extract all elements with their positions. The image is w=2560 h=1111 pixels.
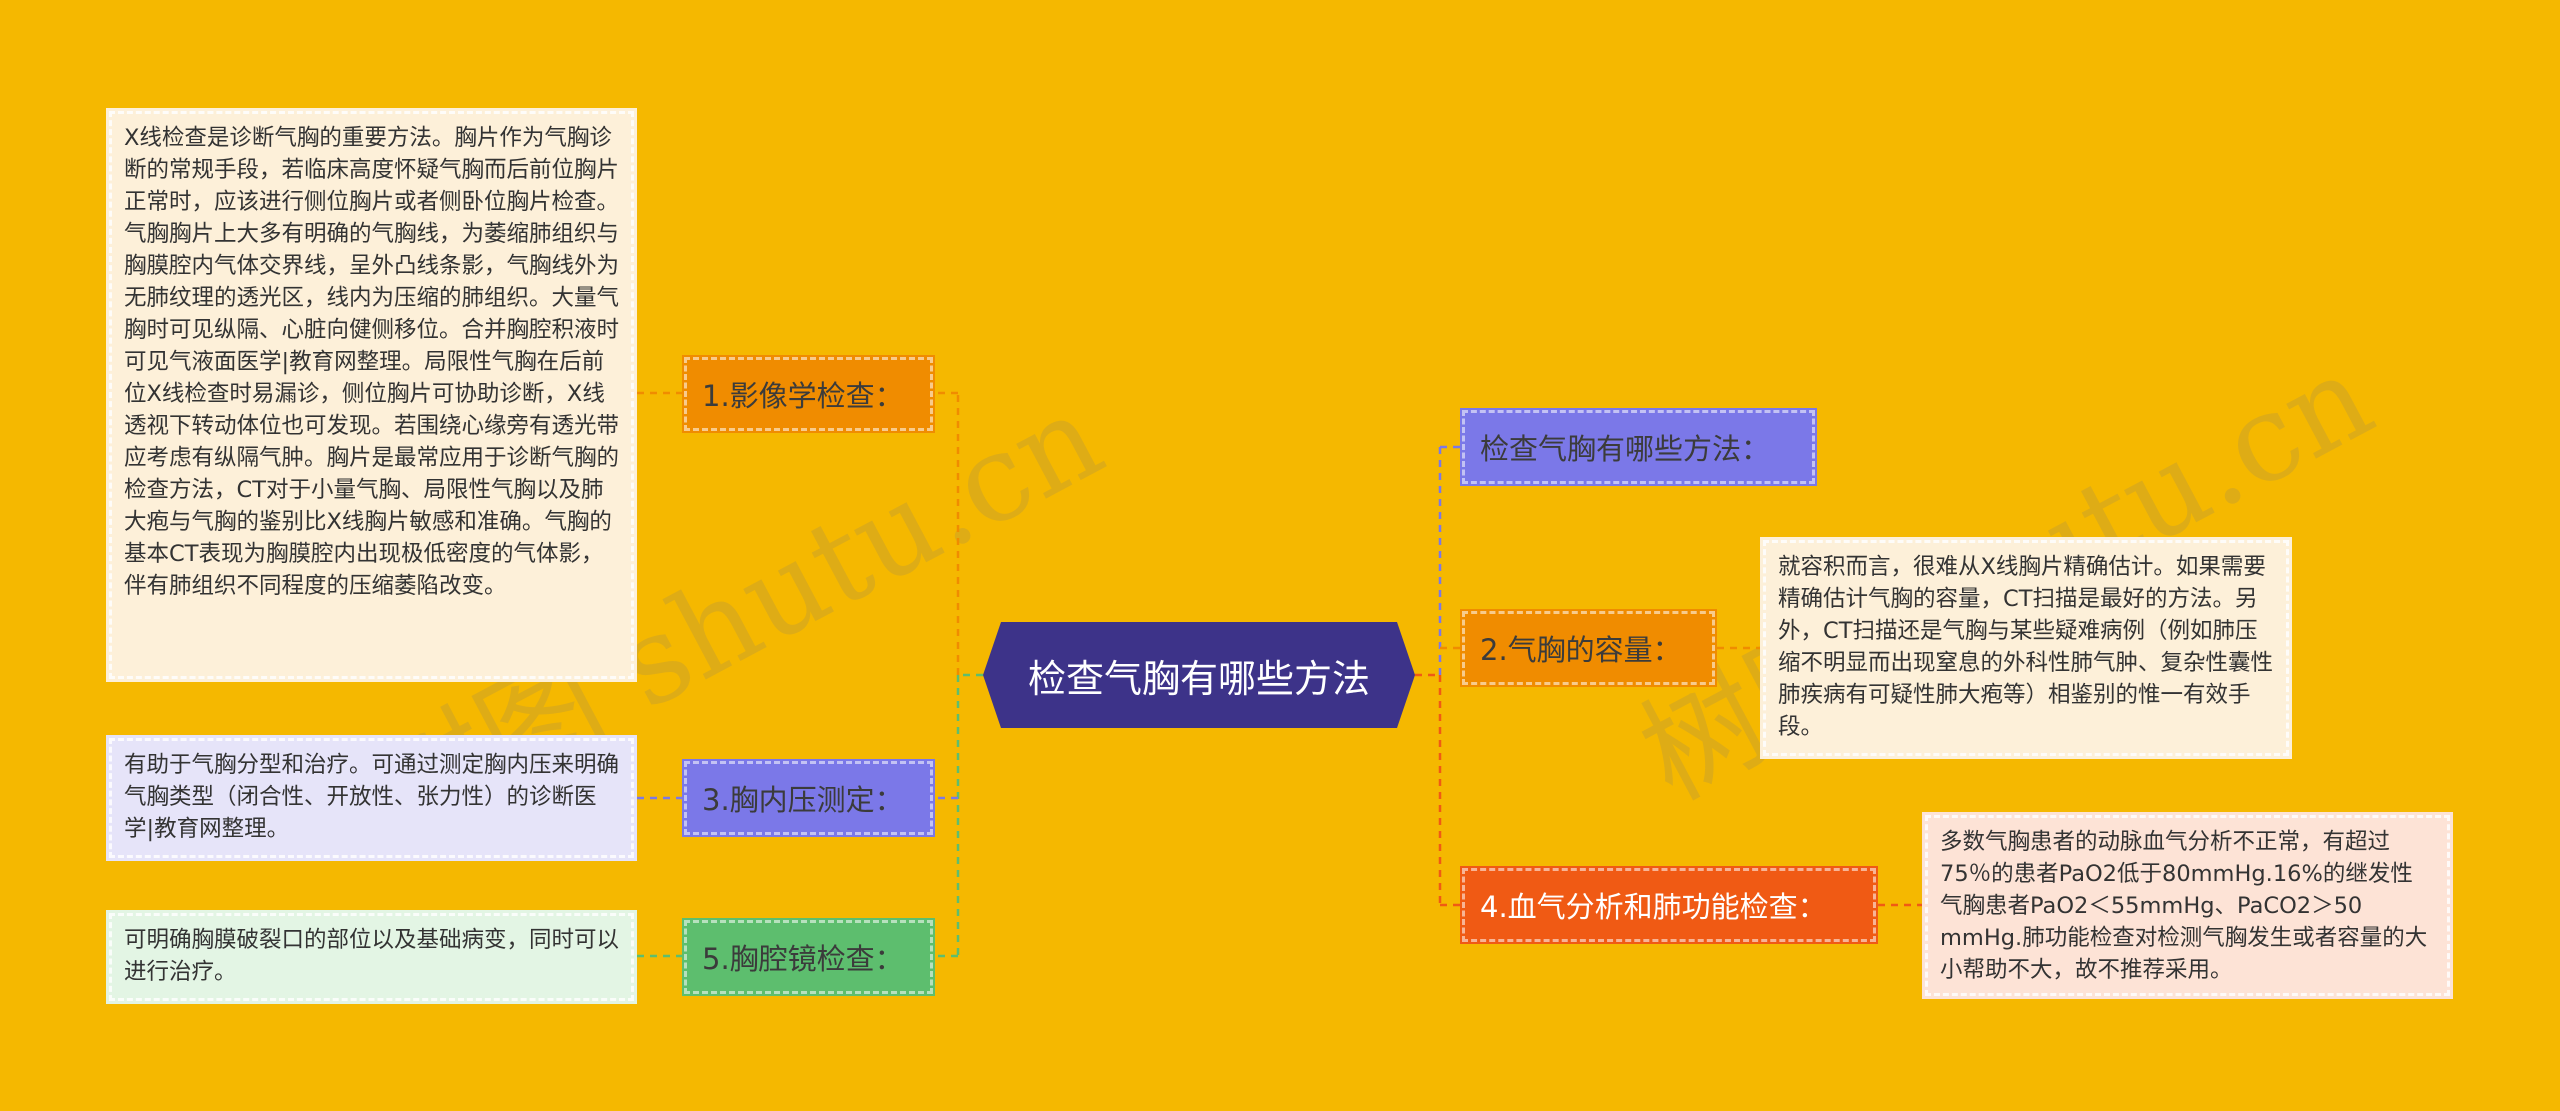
leaf-thoracoscopy-detail: 可明确胸膜破裂口的部位以及基础病变，同时可以进行治疗。: [106, 910, 637, 1004]
leaf-intrapleural-pressure-detail: 有助于气胸分型和治疗。可通过测定胸内压来明确气胸类型（闭合性、开放性、张力性）的…: [106, 735, 637, 861]
branch-label: 检查气胸有哪些方法：: [1480, 432, 1771, 466]
root-topic-label: 检查气胸有哪些方法: [1027, 656, 1370, 701]
branch-intrapleural-pressure[interactable]: 3.胸内压测定：: [682, 759, 935, 837]
leaf-blood-gas-detail: 多数气胸患者的动脉血气分析不正常，有超过75％的患者PaO2低于80mmHg.1…: [1922, 812, 2453, 999]
root-topic[interactable]: 检查气胸有哪些方法: [983, 622, 1415, 728]
branch-pneumothorax-volume[interactable]: 2.气胸的容量：: [1460, 609, 1717, 687]
branch-label: 5.胸腔镜检查：: [702, 942, 904, 976]
branch-methods-heading[interactable]: 检查气胸有哪些方法：: [1460, 408, 1817, 486]
branch-thoracoscopy[interactable]: 5.胸腔镜检查：: [682, 918, 935, 996]
branch-blood-gas-lung-function[interactable]: 4.血气分析和肺功能检查：: [1460, 866, 1878, 944]
leaf-imaging-exam-detail: X线检查是诊断气胸的重要方法。胸片作为气胸诊断的常规手段，若临床高度怀疑气胸而后…: [106, 108, 637, 682]
branch-label: 3.胸内压测定：: [702, 783, 904, 817]
branch-label: 1.影像学检查：: [702, 379, 904, 413]
branch-imaging-exam[interactable]: 1.影像学检查：: [682, 355, 935, 433]
branch-label: 4.血气分析和肺功能检查：: [1480, 890, 1827, 924]
branch-label: 2.气胸的容量：: [1480, 633, 1682, 667]
leaf-pneumothorax-volume-detail: 就容积而言，很难从X线胸片精确估计。如果需要精确估计气胸的容量，CT扫描是最好的…: [1760, 537, 2292, 759]
